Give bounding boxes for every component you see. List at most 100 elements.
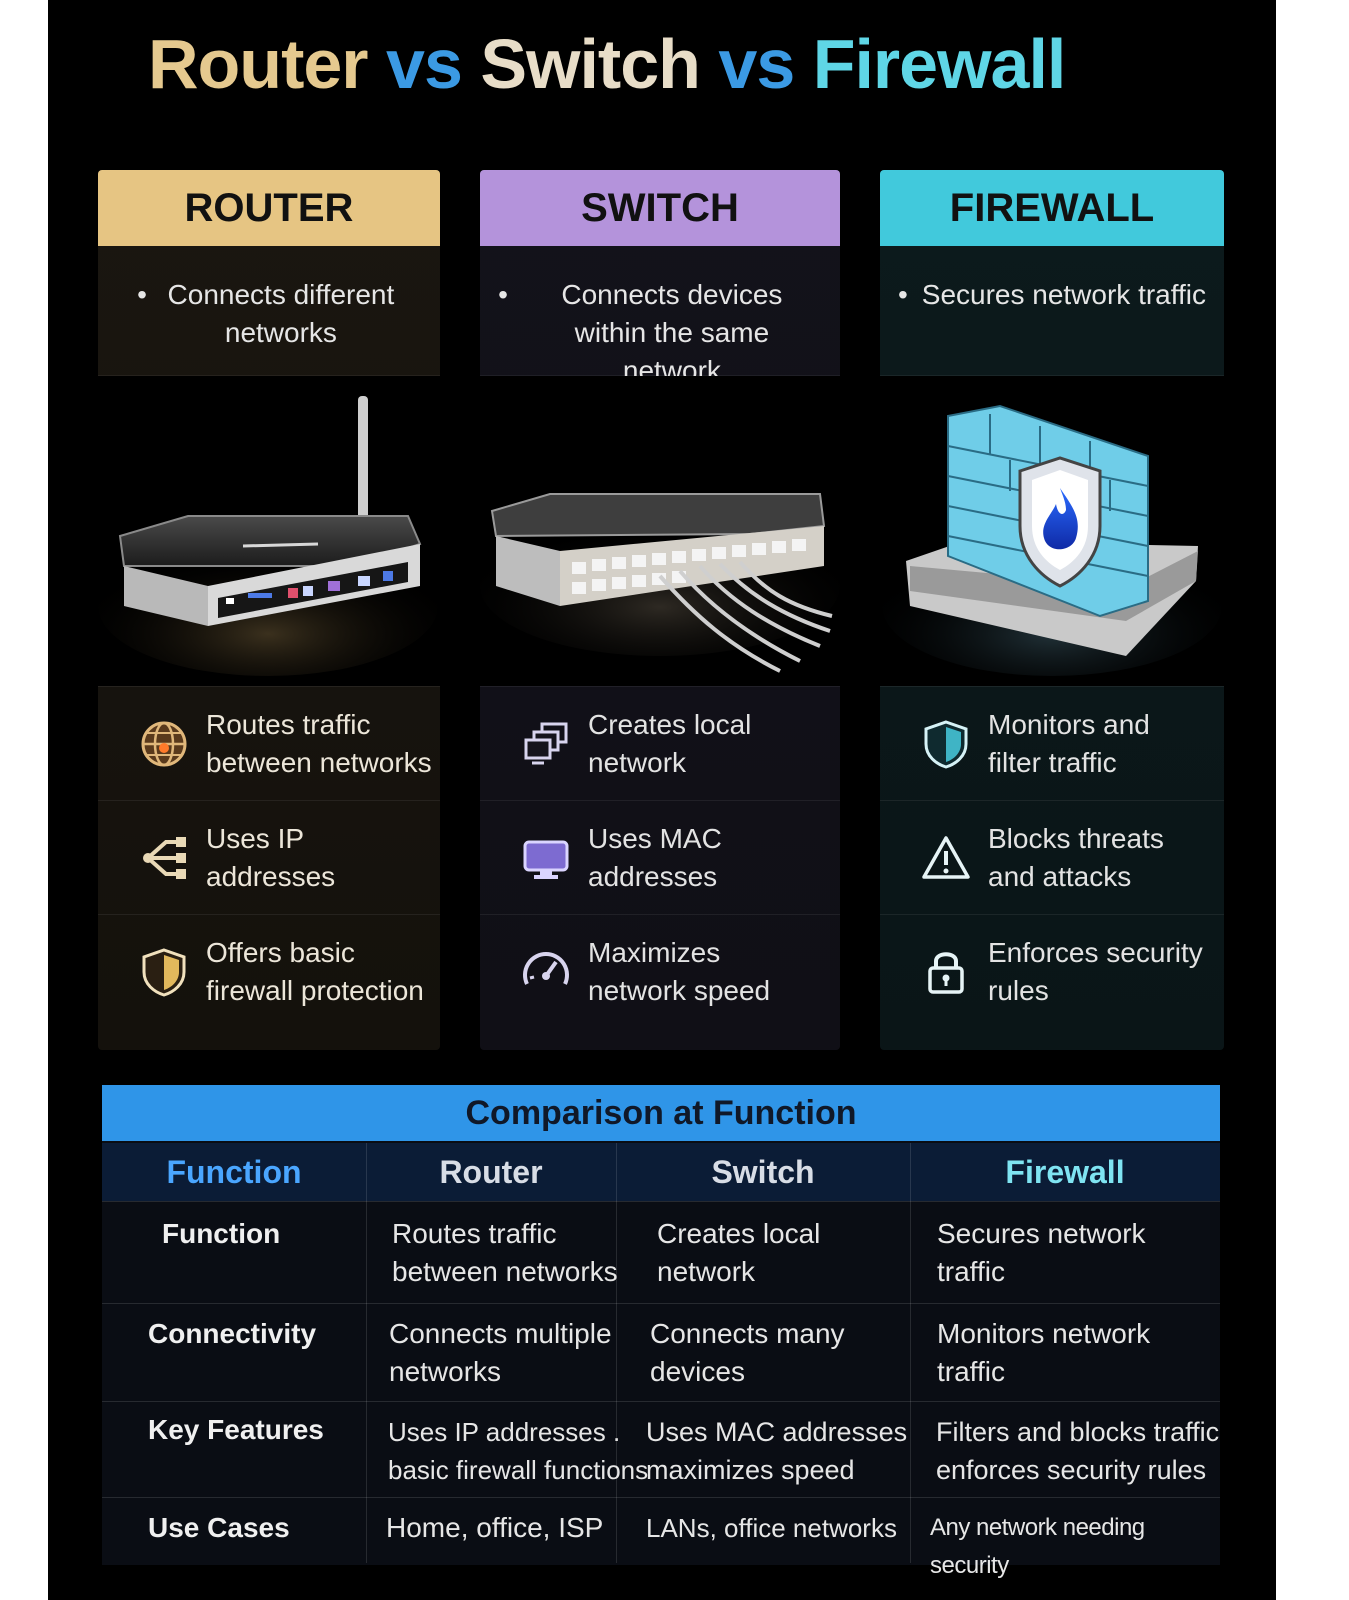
globe-icon xyxy=(141,721,187,766)
page-title: Router vs Switch vs Firewall xyxy=(148,24,1067,104)
title-vs: vs xyxy=(386,25,463,103)
table-cell: Creates local network xyxy=(657,1215,820,1291)
network-branch-icon xyxy=(143,836,186,879)
divider xyxy=(102,1201,1220,1202)
title-vs: vs xyxy=(718,25,795,103)
table-cell: Uses MAC addresses maximizes speed xyxy=(646,1413,907,1489)
firewall-illustration xyxy=(880,376,1224,686)
table-cell: Filters and blocks traffic enforces secu… xyxy=(936,1413,1219,1489)
feature-item: Offers basic firewall protection xyxy=(98,914,440,1028)
table-header-function: Function xyxy=(166,1153,302,1190)
table-cell: Any network needing security xyxy=(930,1509,1220,1585)
cell-line: between networks xyxy=(392,1256,618,1287)
table-header-firewall: Firewall xyxy=(1005,1153,1125,1190)
column-header: SWITCH xyxy=(480,170,840,246)
divider xyxy=(102,1497,1220,1498)
table-header-router: Router xyxy=(439,1153,543,1190)
title-firewall: Firewall xyxy=(812,25,1067,103)
feature-text: Offers basic firewall protection xyxy=(206,936,424,1006)
cell-line: LANs, office networks xyxy=(646,1513,897,1543)
description-text: Secures network traffic xyxy=(921,279,1207,310)
router-illustration xyxy=(98,376,440,686)
shield-icon xyxy=(142,947,186,997)
cell-line: network xyxy=(657,1256,756,1287)
feature-text: Maximizes network speed xyxy=(588,936,771,1006)
column-description: • Connects devices within the same netwo… xyxy=(480,246,840,386)
row-label: Use Cases xyxy=(148,1512,290,1543)
feature-text: Uses MAC addresses xyxy=(588,822,722,892)
table-header-switch: Switch xyxy=(711,1153,815,1190)
feature-text: Enforces security rules xyxy=(988,936,1203,1006)
switch-illustration xyxy=(480,376,840,686)
feature-item: Creates local network xyxy=(480,686,840,800)
column-description: • Secures network traffic xyxy=(880,246,1224,376)
cell-line: Creates local xyxy=(657,1218,821,1249)
feature-item: Routes traffic between networks xyxy=(98,686,440,800)
bullet: • xyxy=(897,279,908,310)
table-cell: Connects many devices xyxy=(650,1315,845,1391)
description-text: Connects devices within the same network xyxy=(561,279,783,386)
feature-item: Uses IP addresses xyxy=(98,800,440,914)
feature-item: Blocks threats and attacks xyxy=(880,800,1224,914)
switch-column: SWITCH • Connects devices within the sam… xyxy=(480,170,840,1050)
column-header: FIREWALL xyxy=(880,170,1224,246)
description-text: Connects different networks xyxy=(167,279,395,348)
feature-text: Routes traffic between networks xyxy=(206,708,432,778)
comparison-table: Comparison at Function Function Router S… xyxy=(102,1085,1220,1579)
feature-text: Creates local network xyxy=(588,708,752,778)
firewall-column: FIREWALL • Secures network traffic xyxy=(880,170,1224,1050)
cell-line: Any network needing security xyxy=(930,1514,1145,1579)
bullet: • xyxy=(498,279,508,310)
row-label: Connectivity xyxy=(148,1318,317,1349)
divider xyxy=(102,1303,1220,1304)
cell-line: Monitors network xyxy=(937,1318,1151,1349)
divider xyxy=(910,1143,911,1563)
speedometer-icon xyxy=(523,951,569,985)
lock-icon xyxy=(928,951,964,994)
monitor-icon xyxy=(523,840,569,879)
table-cell: LANs, office networks xyxy=(646,1509,897,1547)
router-column: ROUTER • Connects different networks xyxy=(98,170,440,1050)
divider xyxy=(102,1401,1220,1402)
table-cell: Secures network traffic xyxy=(937,1215,1146,1291)
table-cell: Monitors network traffic xyxy=(937,1315,1150,1391)
cell-line: Connects many xyxy=(650,1318,845,1349)
row-label: Function xyxy=(162,1218,281,1249)
feature-item: Uses MAC addresses xyxy=(480,800,840,914)
cell-line: devices xyxy=(650,1356,745,1387)
devices-icon xyxy=(524,722,568,764)
cell-line: Routes traffic xyxy=(392,1218,557,1249)
cell-line: Uses MAC addresses xyxy=(646,1417,908,1447)
feature-item: Enforces security rules xyxy=(880,914,1224,1028)
table-cell: Routes traffic between networks xyxy=(392,1215,618,1291)
warning-icon xyxy=(922,835,970,879)
feature-item: Maximizes network speed xyxy=(480,914,840,1028)
title-switch: Switch xyxy=(480,25,701,103)
cell-line: traffic xyxy=(937,1356,1005,1387)
divider xyxy=(616,1143,617,1563)
cell-line: Connects multiple xyxy=(389,1318,612,1349)
cell-line: networks xyxy=(389,1356,502,1387)
feature-text: Uses IP addresses xyxy=(206,822,336,892)
feature-item: Monitors and filter traffic xyxy=(880,686,1224,800)
cell-line: Home, office, ISP xyxy=(386,1512,604,1543)
cell-line: Filters and blocks traffic xyxy=(936,1417,1220,1447)
bullet: • xyxy=(137,279,147,310)
cell-line: maximizes speed xyxy=(646,1455,855,1485)
cell-line: enforces security rules xyxy=(936,1455,1207,1485)
switch-ports xyxy=(572,539,806,594)
cell-line: basic firewall functions xyxy=(388,1455,649,1485)
cell-line: traffic xyxy=(937,1256,1005,1287)
table-cell: Uses IP addresses . basic firewall funct… xyxy=(388,1413,648,1489)
poster: Router vs Switch vs Firewall ROUTER • Co… xyxy=(48,0,1276,1600)
shield-outline-icon xyxy=(924,719,968,769)
table-title: Comparison at Function xyxy=(102,1085,1220,1141)
column-description: • Connects different networks xyxy=(98,246,440,376)
table-cell: Home, office, ISP xyxy=(386,1509,603,1547)
table-cell: Connects multiple networks xyxy=(389,1315,612,1391)
row-label: Key Features xyxy=(148,1414,324,1445)
table-header-row xyxy=(102,1143,1220,1201)
title-router: Router xyxy=(148,25,369,103)
cell-line: Uses IP addresses . xyxy=(388,1417,621,1447)
feature-text: Monitors and filter traffic xyxy=(988,708,1150,778)
